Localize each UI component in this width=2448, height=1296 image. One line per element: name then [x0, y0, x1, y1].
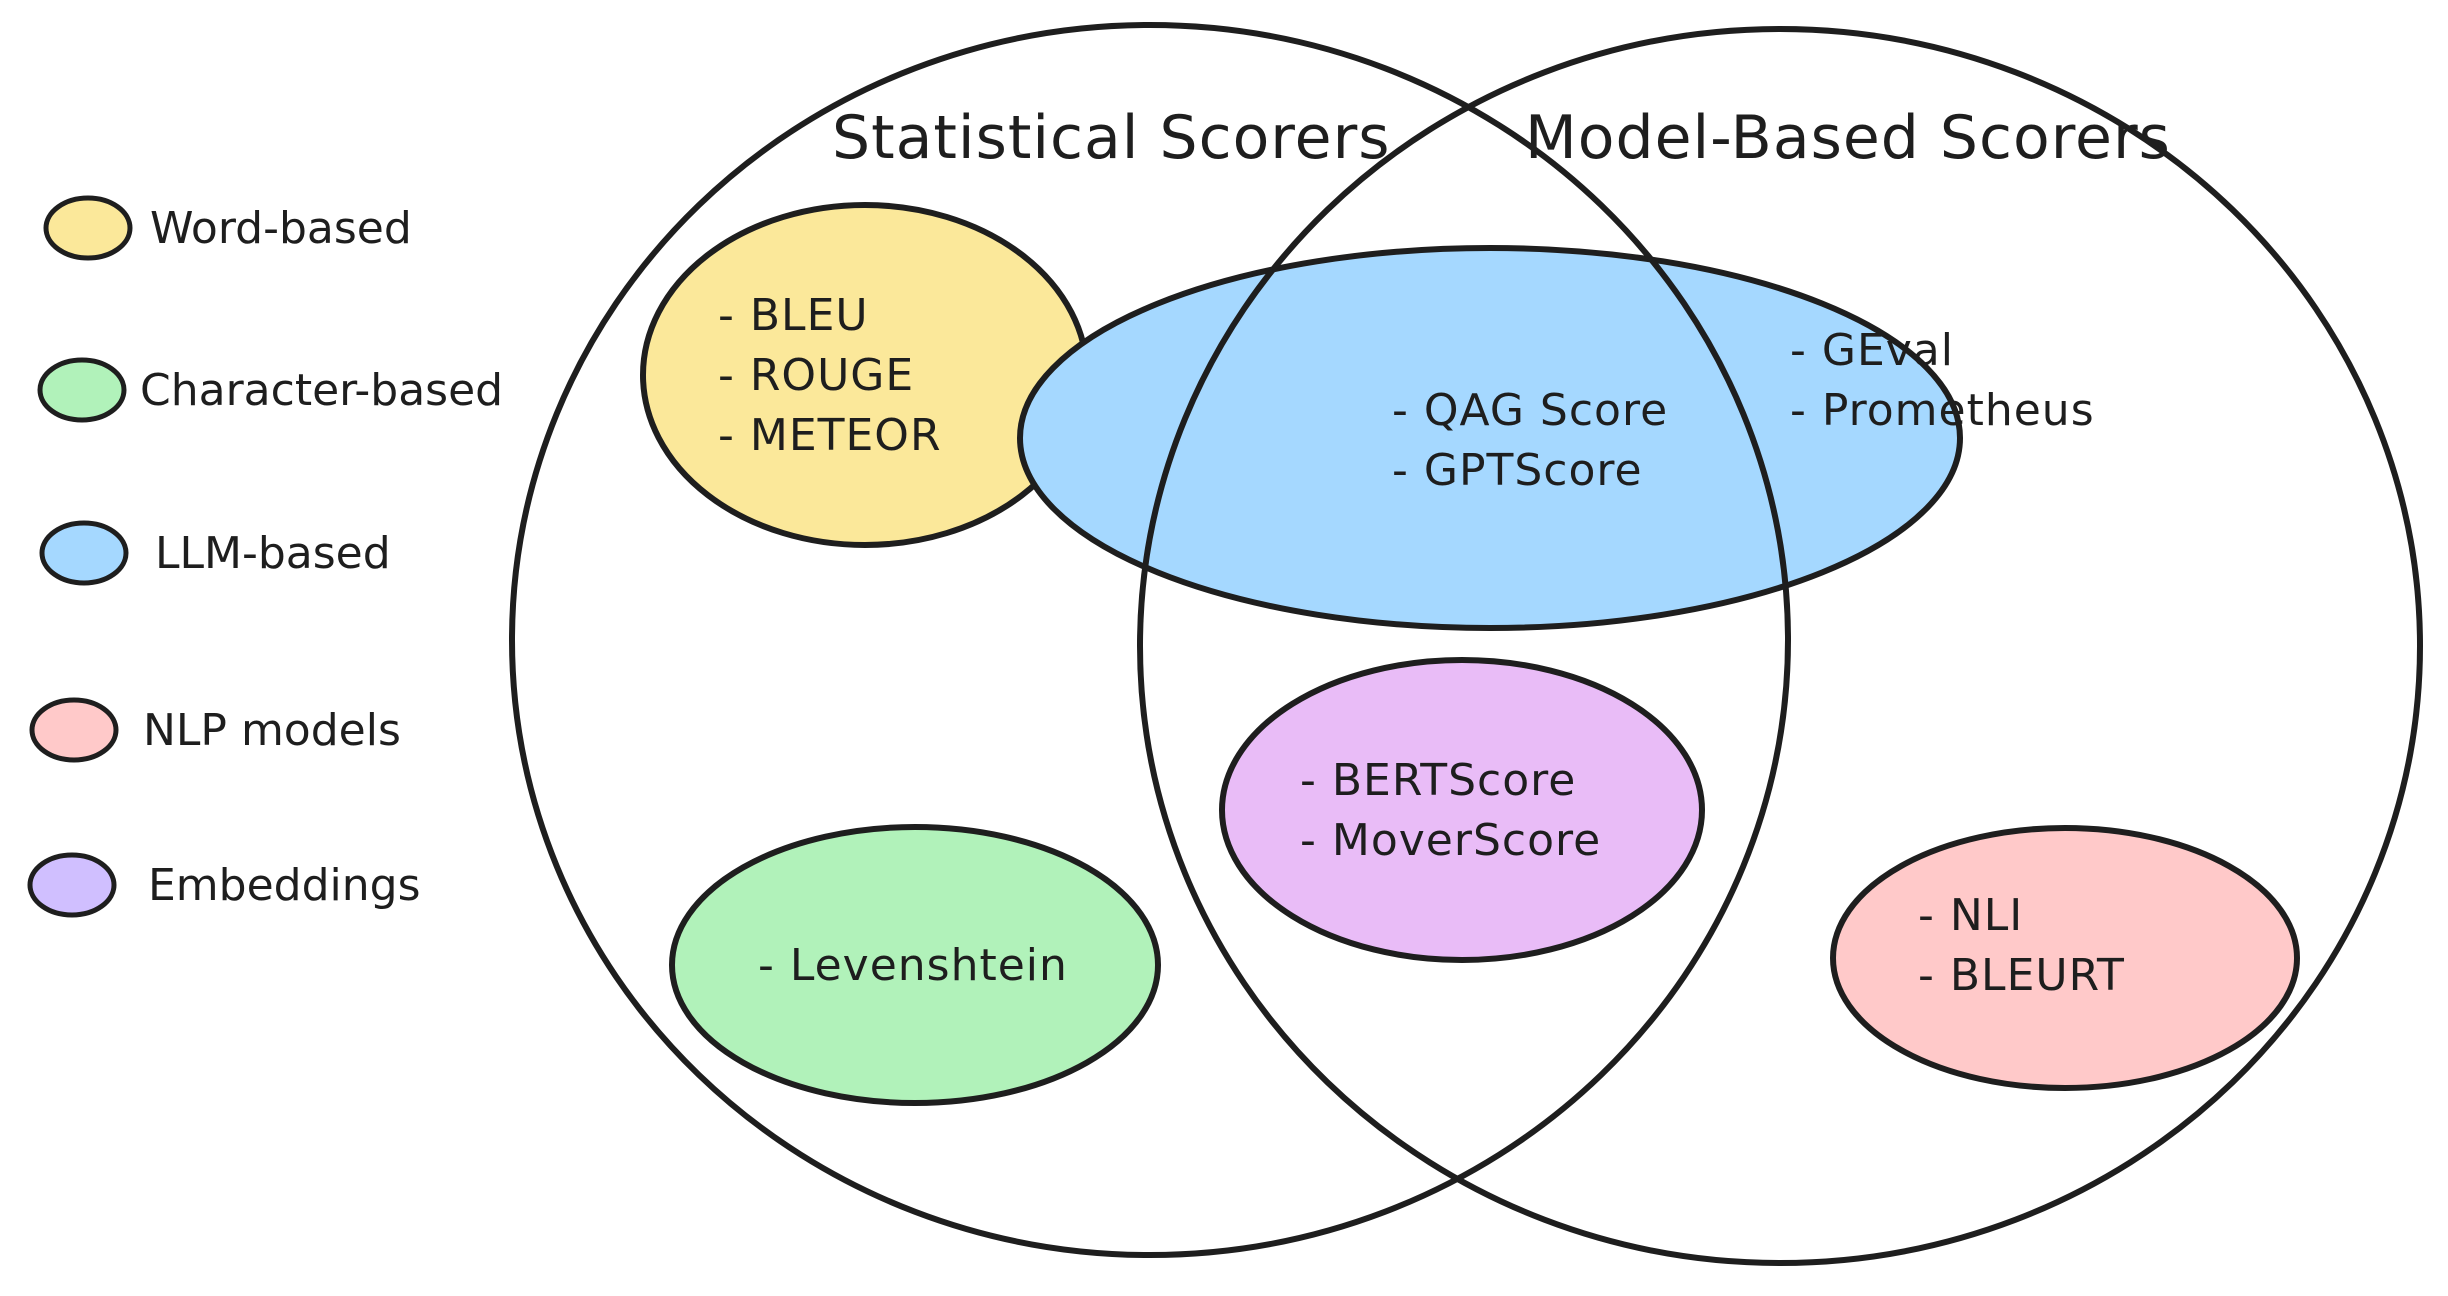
llm-based-legend-icon [39, 520, 129, 586]
embeddings-legend-icon [27, 852, 117, 918]
list-item: - MoverScore [1300, 815, 1601, 866]
list-item: - BLEU [718, 290, 869, 341]
model-based-scorers-title: Model-Based Scorers [1525, 103, 2171, 173]
list-item: - Prometheus [1790, 385, 2095, 436]
list-item: - QAG Score [1392, 385, 1668, 436]
word-based-items: - BLEU - ROUGE - METEOR [718, 290, 942, 461]
embeddings-group [1219, 657, 1705, 963]
word-based-legend-icon [43, 195, 133, 261]
list-item: - Levenshtein [758, 940, 1068, 991]
list-item: - GEval [1790, 325, 1954, 376]
list-item: - BERTScore [1300, 755, 1576, 806]
legend: Word-based Character-based LLM-based NLP… [27, 195, 503, 918]
list-item: - METEOR [718, 410, 942, 461]
nlp-models-items: - NLI - BLEURT [1918, 890, 2125, 1001]
list-item: - NLI [1918, 890, 2023, 941]
embeddings-legend-label: Embeddings [148, 860, 421, 911]
character-based-items: - Levenshtein [758, 940, 1068, 991]
character-based-legend-label: Character-based [140, 365, 503, 416]
llm-based-overlap-items: - QAG Score - GPTScore [1392, 385, 1668, 496]
statistical-scorers-circle [509, 22, 1791, 1258]
llm-based-model-items: - GEval - Prometheus [1790, 325, 2095, 436]
nlp-models-legend-icon [29, 697, 119, 763]
word-based-legend-label: Word-based [150, 203, 412, 254]
nlp-models-legend-label: NLP models [143, 705, 401, 756]
llm-based-legend-label: LLM-based [155, 528, 391, 579]
character-based-legend-icon [37, 357, 127, 423]
list-item: - ROUGE [718, 350, 914, 401]
character-based-group [669, 824, 1161, 1106]
model-based-scorers-circle [1137, 26, 2423, 1266]
list-item: - GPTScore [1392, 445, 1643, 496]
embeddings-items: - BERTScore - MoverScore [1300, 755, 1601, 866]
llm-based-group [1017, 245, 1963, 631]
statistical-scorers-title: Statistical Scorers [832, 103, 1391, 173]
list-item: - BLEURT [1918, 950, 2125, 1001]
nlp-models-group [1830, 825, 2300, 1091]
